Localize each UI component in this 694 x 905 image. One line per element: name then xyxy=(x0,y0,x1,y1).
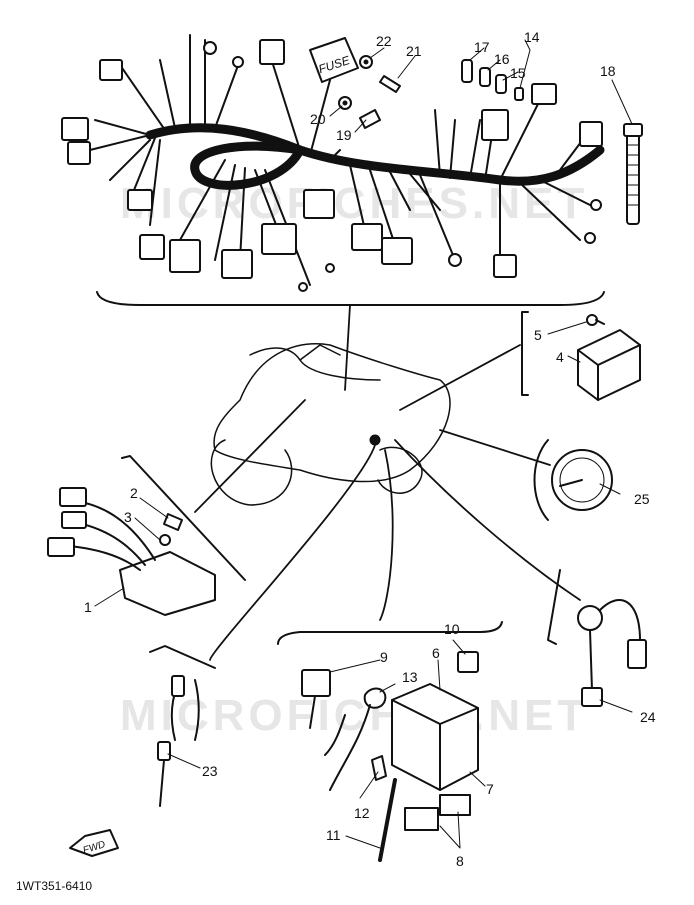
motorcycle-outline xyxy=(210,343,451,506)
callout-2: 2 xyxy=(130,485,138,501)
callout-10: 10 xyxy=(444,621,460,637)
callout-13: 13 xyxy=(402,669,418,685)
callout-8: 8 xyxy=(456,853,464,869)
callout-numbers: 1 2 3 4 5 6 7 8 9 10 11 12 13 14 15 16 1… xyxy=(84,29,656,869)
callout-leaders xyxy=(94,39,633,849)
callout-17: 17 xyxy=(474,39,490,55)
callout-3: 3 xyxy=(124,509,132,525)
cable-tie xyxy=(623,123,643,225)
harness-junction xyxy=(369,434,381,446)
callout-9: 9 xyxy=(380,649,388,665)
callout-5: 5 xyxy=(534,327,542,343)
diagram-code: 1WT351-6410 xyxy=(16,879,92,893)
callout-19: 19 xyxy=(336,127,352,143)
callout-20: 20 xyxy=(310,111,326,127)
rectifier-group xyxy=(521,311,641,401)
starter-switch xyxy=(547,569,647,707)
callout-25: 25 xyxy=(634,491,650,507)
callout-12: 12 xyxy=(354,805,370,821)
callout-1: 1 xyxy=(84,599,92,615)
fasteners-19-22 xyxy=(338,55,401,129)
watermark-bottom: MICROFICHES.NET xyxy=(120,691,588,740)
main-harness-bracket xyxy=(96,291,605,306)
fwd-arrow: FWD xyxy=(69,829,119,857)
callout-4: 4 xyxy=(556,349,564,365)
main-wire-harness xyxy=(61,34,605,292)
callout-7: 7 xyxy=(486,781,494,797)
battery-group xyxy=(277,621,503,831)
watermark-top: MICROFICHES.NET xyxy=(120,179,588,228)
callout-6: 6 xyxy=(432,645,440,661)
leader-lines xyxy=(194,304,581,661)
callout-21: 21 xyxy=(406,43,422,59)
callout-18: 18 xyxy=(600,63,616,79)
fuse-holder: FUSE xyxy=(309,37,359,83)
sensor-probe xyxy=(149,645,216,807)
callout-23: 23 xyxy=(202,763,218,779)
horn-group xyxy=(533,439,613,521)
callout-11: 11 xyxy=(326,827,341,843)
callout-15: 15 xyxy=(510,65,526,81)
callout-22: 22 xyxy=(376,33,392,49)
relay-assembly xyxy=(47,455,246,616)
callout-24: 24 xyxy=(640,709,656,725)
callout-14: 14 xyxy=(524,29,540,45)
callout-16: 16 xyxy=(494,51,510,67)
fuses-15-17 xyxy=(461,59,524,101)
battery-leads xyxy=(301,669,397,862)
